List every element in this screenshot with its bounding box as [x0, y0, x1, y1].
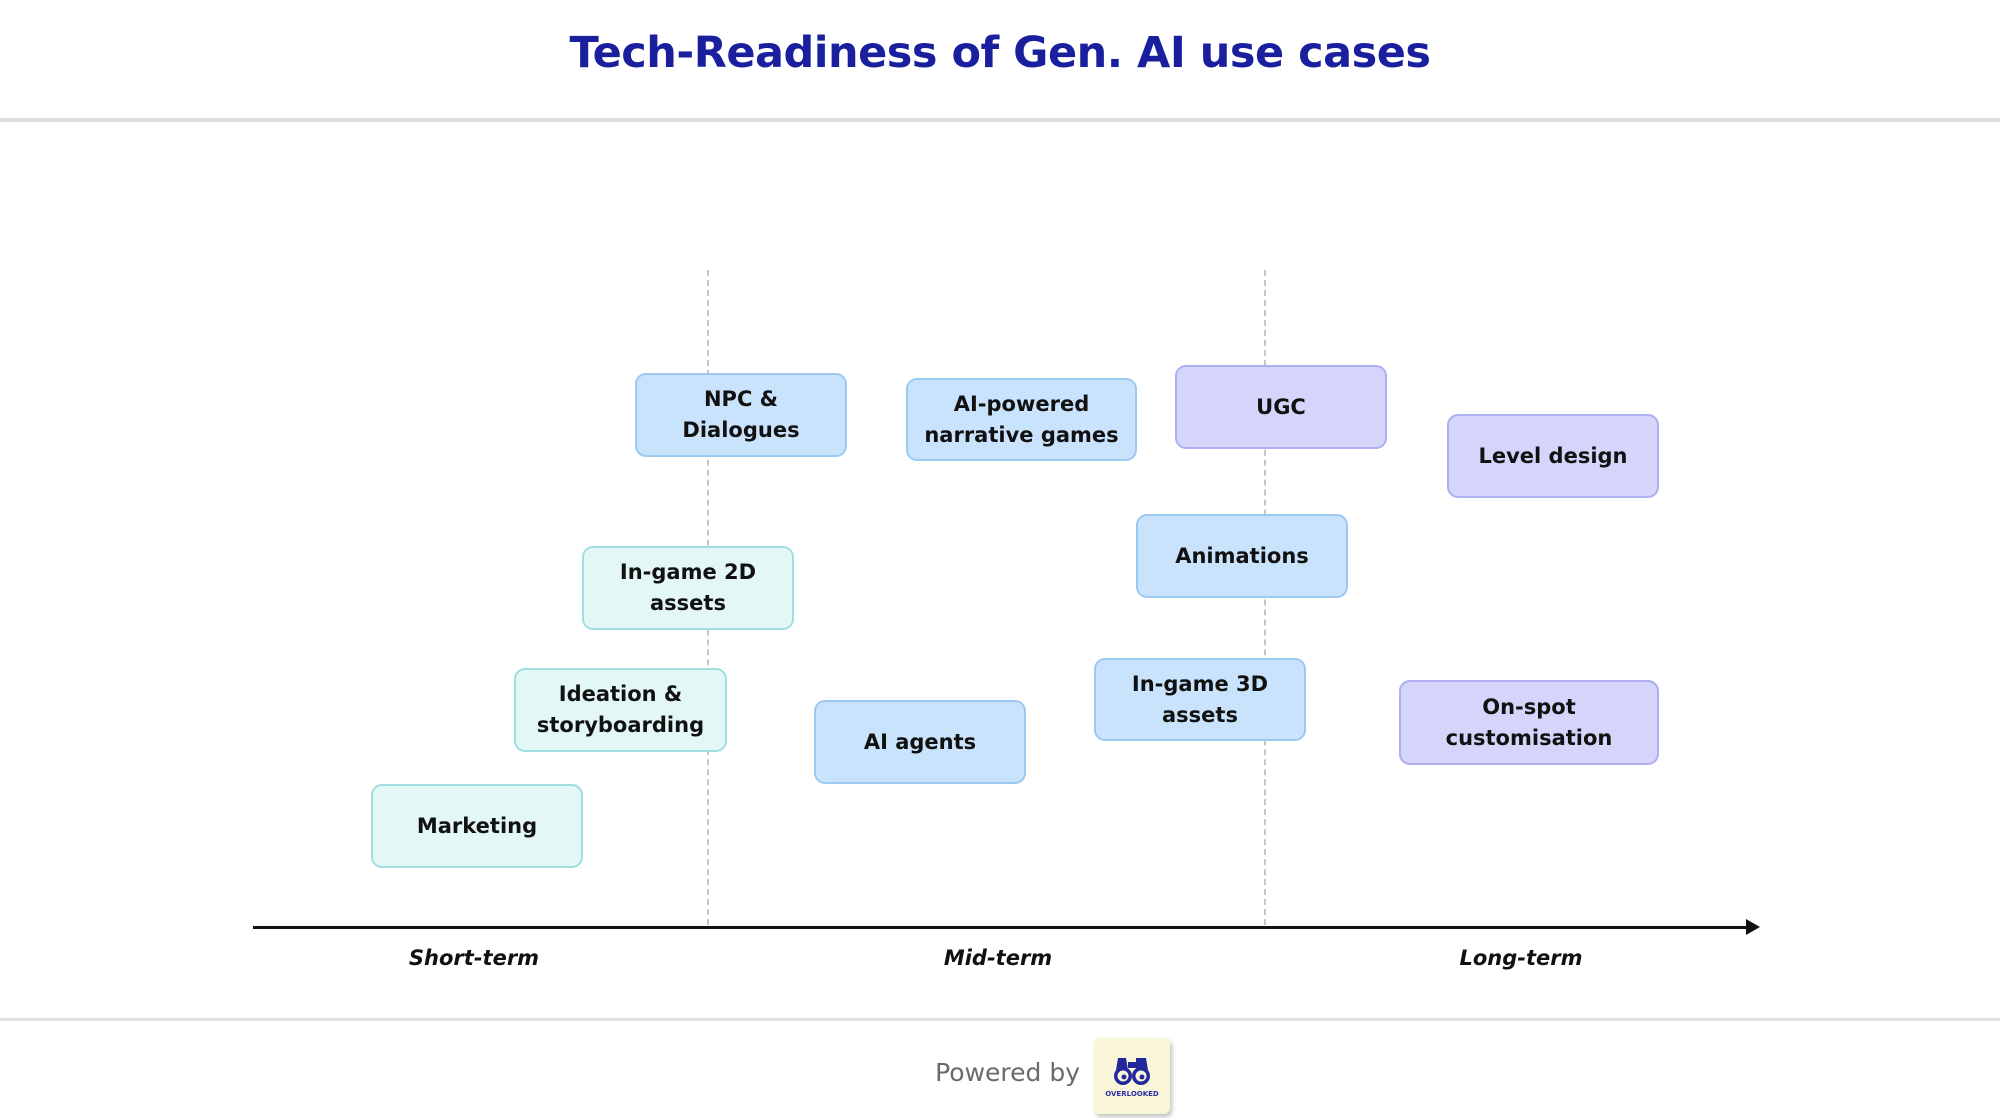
page-title: Tech-Readiness of Gen. AI use cases — [569, 28, 1431, 78]
use-case-level-design: Level design — [1447, 414, 1659, 498]
binoculars-icon — [1114, 1058, 1150, 1085]
use-case-onspot-customisation: On-spot customisation — [1399, 680, 1659, 765]
use-case-ai-agents: AI agents — [814, 700, 1026, 784]
logo-wordmark: OVERLOOKED — [1105, 1090, 1159, 1098]
axis-label-long-term: Long-term — [1459, 946, 1583, 970]
use-case-marketing: Marketing — [371, 784, 583, 868]
use-case-ingame-3d-assets: In-game 3D assets — [1094, 658, 1306, 741]
time-axis — [253, 926, 1753, 929]
use-case-ingame-2d-assets: In-game 2D assets — [582, 546, 794, 630]
axis-arrow-icon — [1746, 919, 1760, 935]
axis-label-mid-term: Mid-term — [943, 946, 1053, 970]
use-case-ai-narrative-games: AI-powered narrative games — [906, 378, 1137, 461]
footer — [0, 1021, 2000, 1118]
use-case-animations: Animations — [1136, 514, 1348, 598]
footer-divider — [0, 1018, 2000, 1021]
use-case-ideation: Ideation & storyboarding — [514, 668, 727, 752]
axis-label-short-term: Short-term — [408, 946, 540, 970]
powered-by-label: Powered by — [935, 1058, 1080, 1087]
use-case-npc-dialogues: NPC & Dialogues — [635, 373, 847, 457]
use-case-ugc: UGC — [1175, 365, 1387, 449]
overlooked-logo[interactable]: OVERLOOKED — [1094, 1038, 1170, 1114]
header-divider — [0, 118, 2000, 122]
